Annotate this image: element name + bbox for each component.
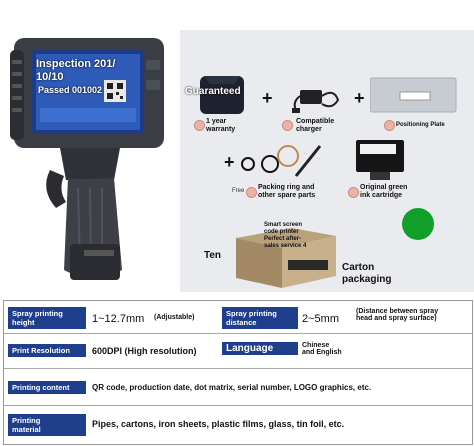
carton-box-image [236,228,336,288]
spec-value-content: QR code, production date, dot matrix, se… [92,383,372,392]
spec-note-distance: (Distance between spray head and spray s… [356,308,439,322]
charger-badge-icon [282,120,293,131]
charger-label: Compatible charger [296,118,335,133]
ring-label: Packing ring and other spare parts [258,184,316,199]
carton-label: Carton packaging [342,262,392,285]
carton-count: Ten [204,250,222,261]
spec-value-language: Chinese and English [302,342,342,356]
screen-line-2: 10/10 [36,71,64,83]
spec-value-distance: 2~5mm [302,313,339,325]
product-showcase: Inspection 201/ 10/10 Passed 001002 Guar… [10,30,474,292]
spec-row-height: Spray printing height 1~12.7mm (Adjustab… [4,301,472,334]
warranty-label: 1 year warranty [206,118,236,133]
positioning-plate-image [370,77,457,113]
spec-header-resolution: Print Resolution [8,344,86,357]
spec-header-language: Language [222,342,298,355]
plate-label: Positioning Plate [396,122,445,128]
packing-ring-image [241,145,322,177]
spec-row-resolution: Print Resolution 600DPI (High resolution… [4,334,472,369]
ink-cartridge-image [356,140,404,180]
plus-icon: + [354,88,365,108]
guarantee-title: Guaranteed [185,86,241,97]
spec-value-resolution: 600DPI (High resolution) [92,346,197,356]
spec-row-material: Printing material Pipes, cartons, iron s… [4,406,472,443]
warranty-badge-icon [194,120,205,131]
screen-line-3: Passed 001002 [38,85,103,95]
charger-image [292,90,340,113]
screen-line-1: Inspection 201/ [36,58,116,70]
carton-box-text: Smart screen code printer Perfect after-… [264,222,307,249]
plate-badge-icon [384,120,395,131]
guarantee-card-image [200,76,244,114]
cartridge-badge-icon [348,187,359,198]
plus-icon: + [224,152,235,172]
green-ink-swatch [402,208,434,240]
spec-header-height: Spray printing height [8,307,86,329]
plus-icon: + [262,88,273,108]
spec-header-content: Printing content [8,381,86,394]
spec-header-material: Printing material [8,414,86,436]
cartridge-label: Original green ink cartridge [360,184,408,199]
free-label: Free [232,188,245,194]
handheld-printer-image [10,38,164,280]
spec-header-distance: Spray printing distance [222,307,298,329]
spec-row-content: Printing content QR code, production dat… [4,369,472,406]
spec-table: Spray printing height 1~12.7mm (Adjustab… [3,300,473,445]
spec-note-height: (Adjustable) [154,314,195,321]
spec-value-material: Pipes, cartons, iron sheets, plastic fil… [92,419,345,429]
spec-value-height: 1~12.7mm [92,313,145,325]
ring-badge-icon [246,187,257,198]
